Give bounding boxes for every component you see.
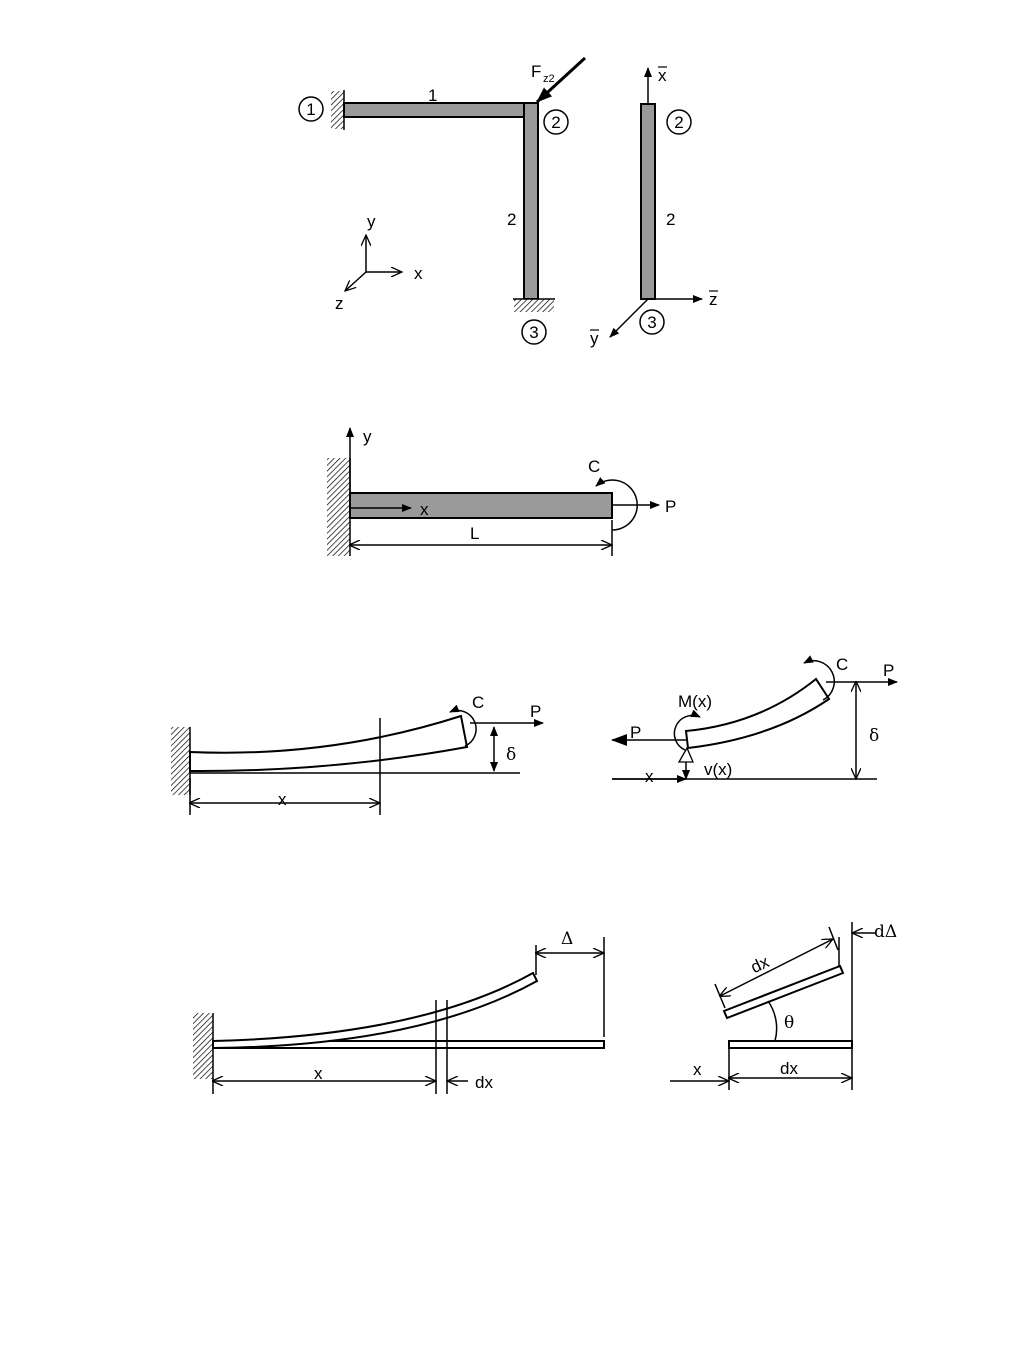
member-2-label: 2 — [507, 210, 516, 229]
delta-label-right: δ — [869, 726, 879, 746]
delta-label-left: δ — [506, 745, 516, 765]
x-axis-label: x — [420, 500, 429, 519]
moment-c-arc-right — [803, 655, 836, 701]
theta-arc — [767, 1000, 778, 1042]
local-y-label: y — [590, 329, 599, 348]
element-figure: dΔ dx θ dx x — [670, 922, 897, 1090]
member-1-label: 1 — [428, 86, 437, 105]
v-label: v(x) — [704, 760, 732, 779]
deflected-beam — [189, 714, 469, 773]
fixed-support-node-1 — [331, 91, 344, 129]
internal-moment-label: M(x) — [678, 692, 712, 711]
x-label-element: x — [693, 1060, 702, 1079]
isolated-member-label: 2 — [666, 210, 675, 229]
isolated-node-2-circle — [666, 109, 692, 135]
wall-support — [327, 458, 350, 556]
d-delta-label: dΔ — [874, 922, 897, 942]
global-z-label: z — [335, 294, 344, 313]
frame-figure: 1 2 F z2 1 2 3 y x z 2 x z — [298, 56, 718, 348]
shortening-figure: Δ x dx — [193, 929, 605, 1094]
moment-c-label-left: C — [472, 693, 484, 712]
isolated-node-3-circle — [639, 309, 665, 335]
dx-label: dx — [475, 1073, 493, 1092]
element-rotated — [722, 964, 845, 1020]
member-2 — [523, 102, 539, 300]
node-2-label: 2 — [551, 113, 560, 132]
deflected-beam-figure: x C P δ — [171, 693, 544, 815]
dx-bottom-label: dx — [780, 1059, 798, 1078]
force-p-label-left: P — [530, 702, 541, 721]
length-label: L — [470, 524, 479, 543]
local-x-label: x — [658, 66, 667, 85]
force-p-label: P — [665, 497, 676, 516]
isolated-member-2: 2 x z y 2 3 — [590, 66, 718, 348]
dx-rotated-dimension — [720, 939, 833, 996]
theta-label: θ — [784, 1013, 794, 1033]
isolated-node-3-label: 3 — [647, 313, 656, 332]
moment-c-label-right: C — [836, 655, 848, 674]
wall-support-bottom — [193, 1013, 213, 1079]
local-z-label: z — [709, 290, 718, 309]
member-1 — [343, 102, 532, 118]
global-axes: y x z — [335, 212, 423, 313]
cantilever-figure: y x C P L — [327, 427, 676, 556]
dx-rotated-label: dx — [748, 952, 773, 977]
deflected-beam-bottom — [212, 971, 539, 1050]
moment-c-arc-left — [449, 704, 477, 747]
moment-c-label: C — [588, 457, 600, 476]
shear-arrow-head — [677, 746, 694, 763]
node-3-circle — [521, 319, 547, 345]
free-body-figure: P M(x) v(x) x C P δ — [611, 655, 898, 786]
force-arrow — [535, 56, 587, 104]
delta-label: Δ — [561, 929, 573, 949]
x-label-right: x — [645, 767, 654, 786]
global-y-label: y — [367, 212, 376, 231]
node-2-circle — [543, 109, 569, 135]
force-p-label-right: P — [883, 661, 894, 680]
free-body-segment — [684, 677, 831, 750]
fixed-support-node-3 — [514, 299, 554, 312]
y-axis-label: y — [363, 427, 372, 446]
force-p-label-left-end: P — [630, 723, 641, 742]
force-subscript: z2 — [543, 73, 555, 85]
isolated-node-2-label: 2 — [674, 113, 683, 132]
global-x-label: x — [414, 264, 423, 283]
x-label-left: x — [278, 790, 287, 809]
cantilever-beam — [349, 492, 613, 519]
node-3-label: 3 — [529, 323, 538, 342]
force-label: F — [531, 62, 541, 81]
node-1-circle — [298, 96, 324, 122]
internal-moment-arc — [673, 709, 701, 751]
wall-support-left — [171, 727, 190, 795]
x-label-bottom: x — [314, 1064, 323, 1083]
node-1-label: 1 — [306, 100, 315, 119]
element-horizontal — [728, 1040, 853, 1049]
isolated-member — [640, 103, 656, 300]
moment-c-arc — [595, 477, 638, 531]
